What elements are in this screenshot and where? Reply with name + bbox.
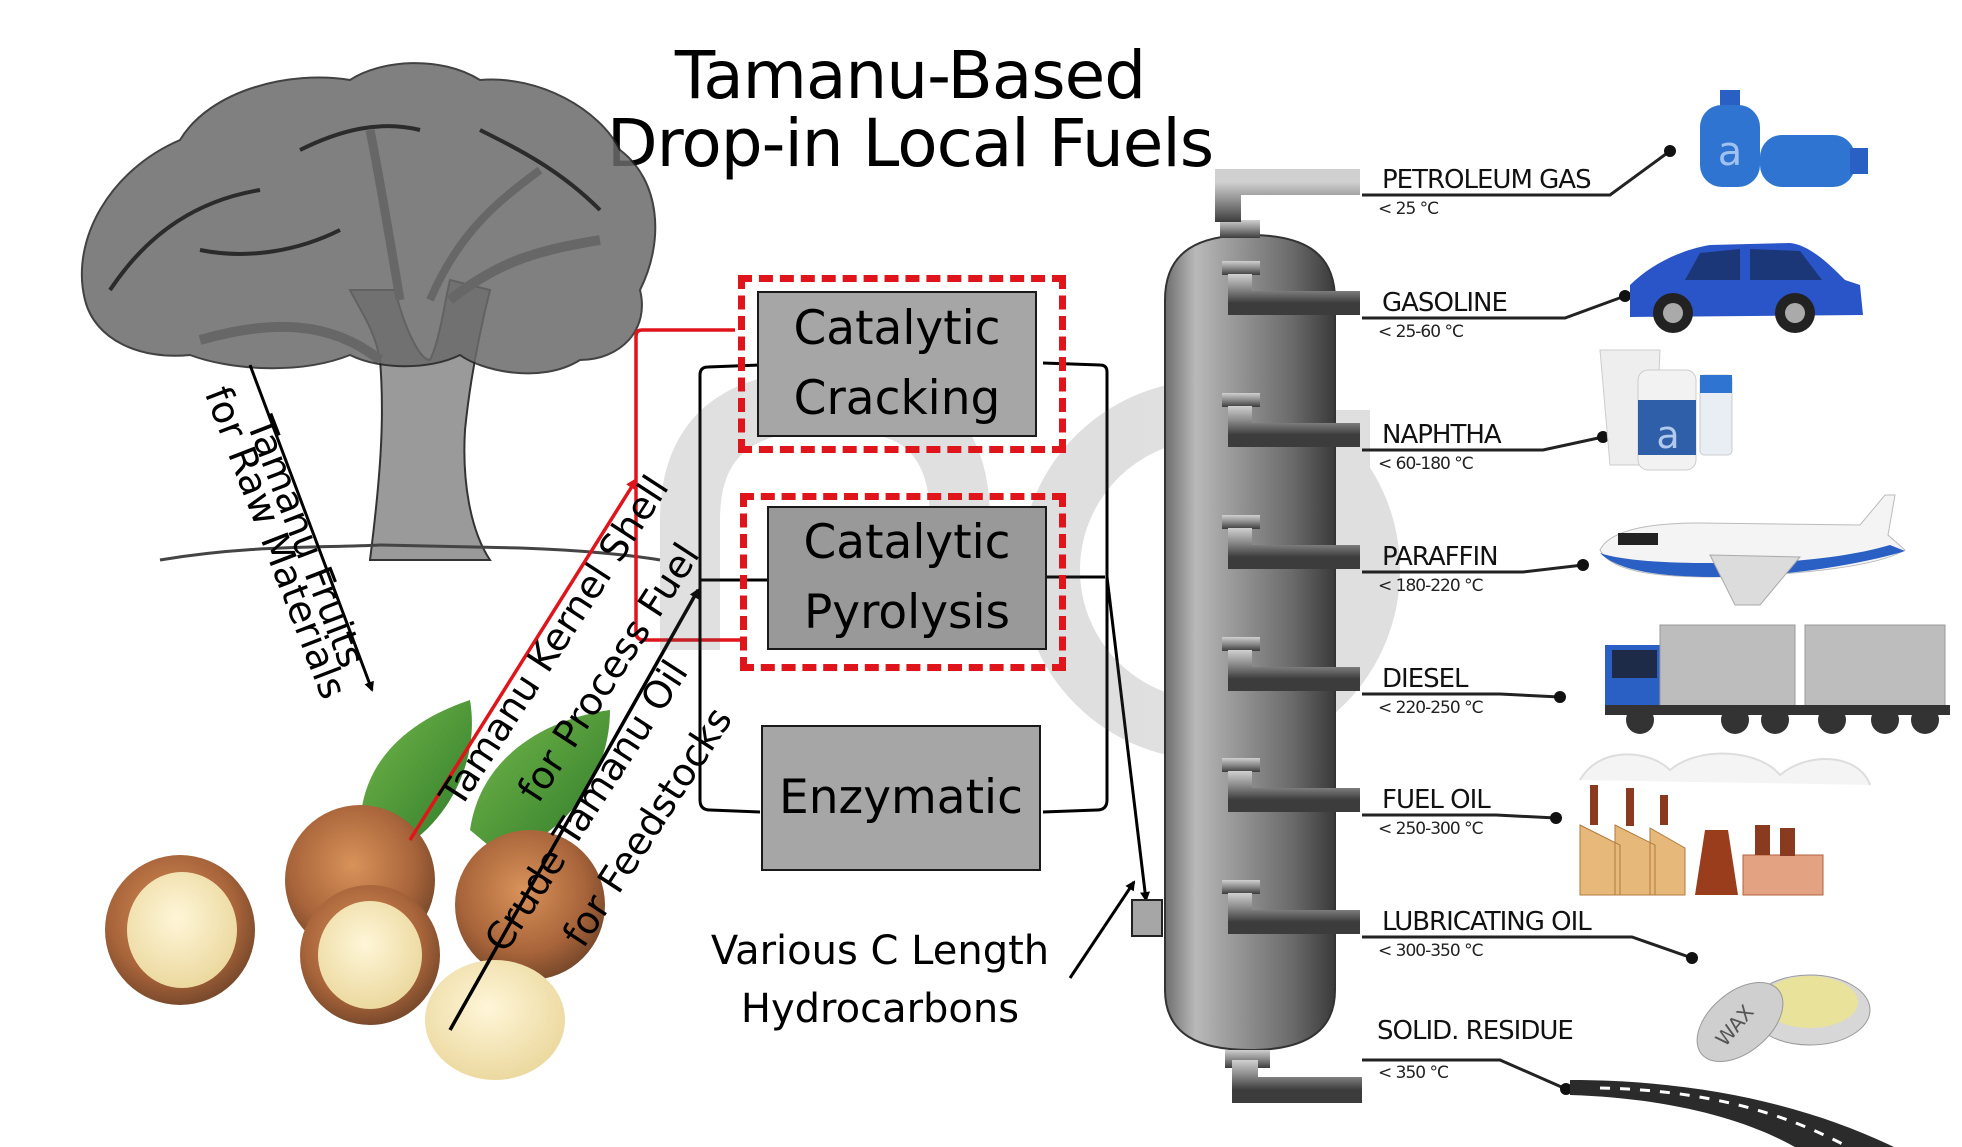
highlight-frame-cracking bbox=[738, 275, 1066, 453]
column-outlet-pipe bbox=[1222, 393, 1360, 447]
outlet-to-column-arrow bbox=[1105, 576, 1151, 902]
column-outlet-pipe bbox=[1222, 261, 1360, 315]
fraction-leader-line bbox=[1362, 692, 1561, 699]
fraction-name: LUBRICATING OIL bbox=[1382, 907, 1592, 937]
wax-tin-icon: WAX bbox=[1696, 974, 1871, 1063]
fraction-temperature: < 60-180 °C bbox=[1378, 454, 1474, 474]
fraction-leader-line bbox=[1362, 935, 1693, 960]
fraction-leader-dot bbox=[1664, 145, 1676, 157]
fraction-temperature: < 180-220 °C bbox=[1378, 576, 1483, 596]
fraction-leader-line bbox=[1362, 149, 1671, 197]
bottle-badge: a bbox=[1656, 413, 1679, 457]
title-line-2: Drop-in Local Fuels bbox=[606, 105, 1214, 182]
fraction-name: FUEL OIL bbox=[1382, 785, 1491, 815]
fraction-name: GASOLINE bbox=[1382, 288, 1508, 318]
process-pyrolysis-line-1: Catalytic bbox=[803, 515, 1011, 570]
fraction-leader-line bbox=[1362, 1058, 1567, 1091]
fraction-name: PETROLEUM GAS bbox=[1382, 165, 1592, 195]
fraction-leader-line bbox=[1362, 294, 1626, 320]
factory-icon bbox=[1579, 752, 1871, 896]
tamanu-tree-icon bbox=[80, 62, 661, 562]
fraction-leader-line bbox=[1362, 435, 1604, 452]
inlet-bracket bbox=[698, 363, 768, 814]
column-outlet-pipe bbox=[1222, 515, 1360, 569]
process-pyrolysis-line-2: Pyrolysis bbox=[803, 585, 1011, 640]
caption-arrow bbox=[1068, 880, 1136, 979]
column-outlet-pipe bbox=[1222, 637, 1360, 691]
oil-path-line bbox=[448, 588, 700, 1031]
highlight-frame-pyrolysis bbox=[740, 493, 1066, 671]
gas-badge: a bbox=[1718, 129, 1743, 175]
fraction-leader-dot bbox=[1554, 691, 1566, 703]
column-inlet-box bbox=[1131, 899, 1163, 937]
fraction-temperature: < 25-60 °C bbox=[1378, 322, 1464, 342]
fraction-temperature: < 300-350 °C bbox=[1378, 941, 1483, 961]
fraction-name: PARAFFIN bbox=[1382, 542, 1499, 572]
column-outlet-pipe bbox=[1222, 758, 1360, 812]
column-outlet-pipe bbox=[1222, 880, 1360, 934]
process-cracking-line-2: Cracking bbox=[793, 371, 1001, 426]
fraction-temperature: < 220-250 °C bbox=[1378, 698, 1483, 718]
fraction-temperature: < 250-300 °C bbox=[1378, 819, 1483, 839]
fraction-leader-dot bbox=[1577, 559, 1589, 571]
car-icon bbox=[1630, 243, 1863, 333]
shell-branch-line bbox=[634, 328, 740, 642]
fraction-leader-dot bbox=[1560, 1083, 1572, 1095]
arrow-fruits-line bbox=[248, 364, 374, 692]
caption-line-1: Various C Length bbox=[710, 928, 1050, 974]
distillation-column-icon bbox=[1164, 169, 1362, 1103]
process-enzymatic-line-1: Enzymatic bbox=[779, 770, 1023, 825]
fraction-leader-dot bbox=[1686, 952, 1698, 964]
fraction-name: DIESEL bbox=[1382, 664, 1469, 694]
airplane-icon bbox=[1599, 494, 1906, 606]
title-line-1: Tamanu-Based bbox=[674, 37, 1146, 114]
truck-icon bbox=[1605, 624, 1950, 734]
shell-path-line bbox=[408, 477, 638, 841]
product-icons: a a bbox=[1570, 90, 1950, 1147]
process-cracking-line-1: Catalytic bbox=[793, 301, 1001, 356]
caption-line-2: Hydrocarbons bbox=[740, 986, 1020, 1032]
fraction-leader-line bbox=[1362, 813, 1557, 820]
fraction-leader-dot bbox=[1597, 431, 1609, 443]
fraction-name: SOLID. RESIDUE bbox=[1377, 1016, 1574, 1046]
tamanu-nuts-icon bbox=[105, 700, 610, 1080]
fraction-name: NAPHTHA bbox=[1382, 420, 1502, 450]
fraction-leader-dot bbox=[1619, 290, 1631, 302]
process-catalytic-cracking[interactable]: Catalytic Cracking bbox=[757, 291, 1037, 437]
fraction-temperature: < 25 °C bbox=[1378, 199, 1439, 219]
fraction-leader-dot bbox=[1550, 812, 1562, 824]
process-catalytic-pyrolysis[interactable]: Catalytic Pyrolysis bbox=[767, 506, 1047, 650]
hydrocarbons-caption: Various C Length Hydrocarbons bbox=[700, 922, 1060, 1038]
road-icon bbox=[1570, 1080, 1894, 1147]
process-enzymatic[interactable]: Enzymatic bbox=[761, 725, 1041, 871]
fraction-temperature: < 350 °C bbox=[1378, 1063, 1449, 1083]
chemical-bottles-icon: a bbox=[1599, 349, 1733, 471]
gas-cylinder-icon: a bbox=[1700, 90, 1868, 187]
fraction-leader-line bbox=[1362, 563, 1584, 574]
